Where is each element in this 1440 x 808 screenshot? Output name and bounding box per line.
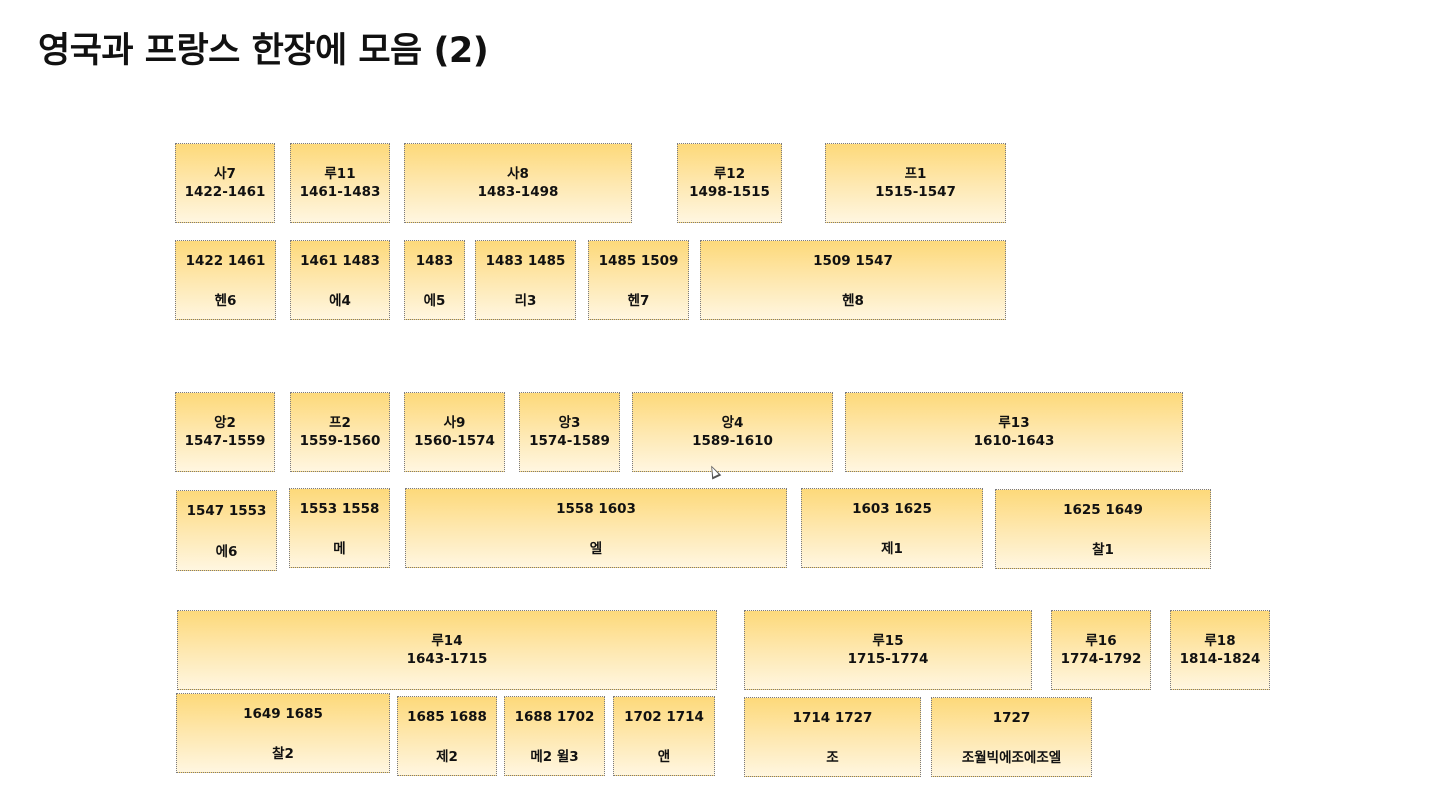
box-label: 헨6	[214, 293, 237, 309]
box-years: 1714 1727	[792, 710, 873, 726]
box-years: 1483 1485	[485, 253, 566, 269]
box-label: 헨7	[627, 293, 650, 309]
box-years: 1814-1824	[1179, 651, 1261, 667]
box-label: 메2 윌3	[530, 749, 579, 765]
box-years: 1483	[415, 253, 454, 269]
reign-box-france: 루15 1715-1774	[744, 610, 1032, 690]
reign-box-france: 루14 1643-1715	[177, 610, 717, 690]
box-years: 1461-1483	[299, 184, 381, 200]
reign-box-england: 1558 1603 엘	[405, 488, 787, 568]
reign-box-england: 1688 1702 메2 윌3	[504, 696, 605, 776]
box-label: 앙2	[214, 415, 236, 431]
box-years: 1547 1553	[186, 503, 267, 519]
reign-box-france: 루12 1498-1515	[677, 143, 782, 223]
box-label: 제2	[436, 749, 458, 765]
box-label: 루15	[872, 633, 904, 649]
box-years: 1515-1547	[875, 184, 956, 200]
reign-box-england: 1461 1483 에4	[290, 240, 390, 320]
box-years: 1610-1643	[973, 433, 1055, 449]
box-years: 1461 1483	[300, 253, 380, 269]
box-years: 1715-1774	[847, 651, 929, 667]
reign-box-england: 1422 1461 헨6	[175, 240, 276, 320]
box-label: 에6	[215, 544, 238, 560]
reign-box-france: 사8 1483-1498	[404, 143, 632, 223]
box-label: 메	[333, 541, 346, 557]
box-label: 루13	[998, 415, 1030, 431]
reign-box-england: 1649 1685 찰2	[176, 693, 390, 773]
reign-box-england: 1685 1688 제2	[397, 696, 497, 776]
reign-box-england: 1553 1558 메	[289, 488, 390, 568]
reign-box-france: 루18 1814-1824	[1170, 610, 1270, 690]
box-years: 1625 1649	[1063, 502, 1143, 518]
box-label: 에5	[423, 293, 446, 309]
reign-box-england: 1603 1625 제1	[801, 488, 983, 568]
slide-title: 영국과 프랑스 한장에 모음 (2)	[38, 31, 489, 71]
box-years: 1774-1792	[1060, 651, 1142, 667]
reign-box-england: 1483 1485 리3	[475, 240, 576, 320]
box-label: 프2	[329, 415, 351, 431]
box-label: 사7	[214, 166, 236, 182]
box-label: 루14	[431, 633, 463, 649]
box-label: 조월빅에조에조엘	[961, 750, 1062, 766]
reign-box-france: 사7 1422-1461	[175, 143, 275, 223]
box-years: 1485 1509	[598, 253, 679, 269]
box-label: 헨8	[842, 293, 864, 309]
reign-box-england: 1702 1714 앤	[613, 696, 715, 776]
box-label: 앙4	[721, 415, 744, 431]
reign-box-france: 프1 1515-1547	[825, 143, 1006, 223]
reign-box-france: 루13 1610-1643	[845, 392, 1183, 472]
box-years: 1574-1589	[529, 433, 610, 449]
box-label: 앙3	[558, 415, 581, 431]
box-years: 1547-1559	[184, 433, 266, 449]
reign-box-france: 루16 1774-1792	[1051, 610, 1151, 690]
box-years: 1559-1560	[299, 433, 381, 449]
box-label: 프1	[904, 166, 927, 182]
reign-box-england: 1483 에5	[404, 240, 465, 320]
box-label: 사9	[443, 415, 466, 431]
box-years: 1560-1574	[414, 433, 495, 449]
box-years: 1727	[992, 710, 1031, 726]
box-years: 1509 1547	[813, 253, 893, 269]
reign-box-england: 1714 1727 조	[744, 697, 921, 777]
box-years: 1702 1714	[624, 709, 704, 725]
reign-box-france: 사9 1560-1574	[404, 392, 505, 472]
box-label: 엘	[589, 541, 603, 557]
box-years: 1483-1498	[477, 184, 559, 200]
box-label: 제1	[881, 541, 903, 557]
box-label: 조	[826, 750, 839, 766]
box-label: 찰1	[1092, 542, 1114, 558]
box-years: 1603 1625	[852, 501, 932, 517]
box-label: 루16	[1085, 633, 1117, 649]
box-years: 1558 1603	[556, 501, 636, 517]
box-years: 1688 1702	[514, 709, 595, 725]
box-years: 1649 1685	[243, 706, 323, 722]
box-label: 찰2	[272, 746, 294, 762]
reign-box-france: 루11 1461-1483	[290, 143, 390, 223]
box-years: 1422 1461	[185, 253, 266, 269]
box-years: 1643-1715	[406, 651, 488, 667]
reign-box-england: 1625 1649 찰1	[995, 489, 1211, 569]
box-label: 루12	[713, 166, 746, 182]
box-years: 1685 1688	[407, 709, 487, 725]
box-label: 루18	[1204, 633, 1236, 649]
reign-box-france: 프2 1559-1560	[290, 392, 390, 472]
box-label: 리3	[514, 293, 537, 309]
box-years: 1553 1558	[299, 501, 380, 517]
box-label: 에4	[329, 293, 351, 309]
reign-box-france: 앙4 1589-1610	[632, 392, 833, 472]
reign-box-england: 1547 1553 에6	[176, 490, 277, 571]
box-label: 루11	[324, 166, 356, 182]
box-years: 1498-1515	[689, 184, 770, 200]
reign-box-england: 1485 1509 헨7	[588, 240, 689, 320]
box-label: 사8	[507, 166, 529, 182]
reign-box-france: 앙3 1574-1589	[519, 392, 620, 472]
box-years: 1589-1610	[692, 433, 773, 449]
reign-box-france: 앙2 1547-1559	[175, 392, 275, 472]
box-label: 앤	[657, 749, 671, 765]
reign-box-england: 1509 1547 헨8	[700, 240, 1006, 320]
box-years: 1422-1461	[184, 184, 266, 200]
reign-box-england: 1727 조월빅에조에조엘	[931, 697, 1092, 777]
